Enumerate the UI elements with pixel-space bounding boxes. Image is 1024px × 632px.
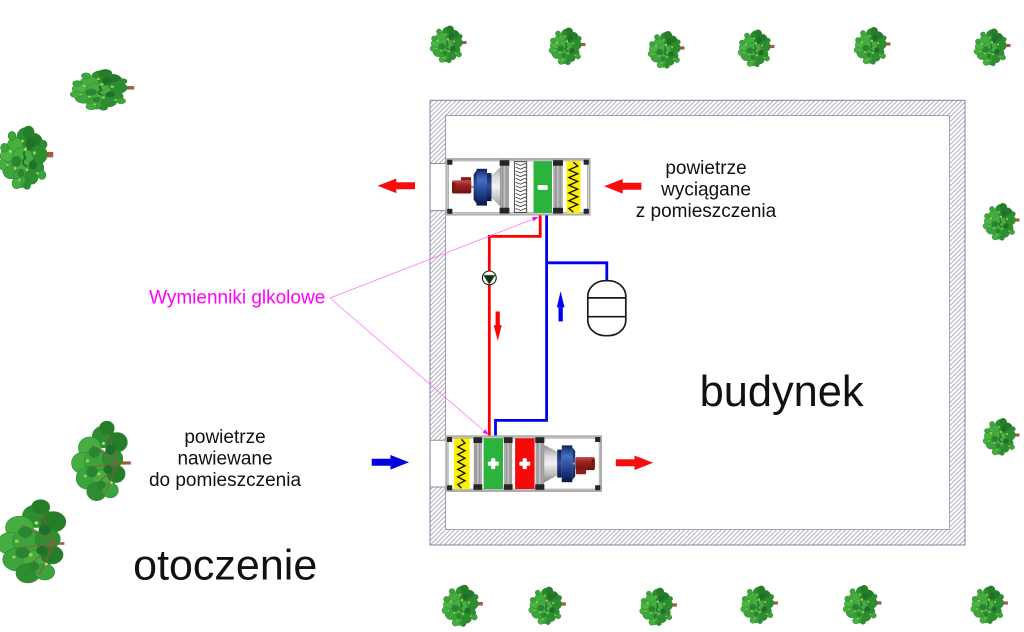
svg-text:powietrze: powietrze — [665, 158, 746, 179]
svg-text:Wymienniki glkolowe: Wymienniki glkolowe — [149, 288, 325, 309]
svg-text:wyciągane: wyciągane — [660, 180, 751, 201]
svg-text:budynek: budynek — [700, 368, 864, 416]
svg-text:do pomieszczenia: do pomieszczenia — [149, 470, 302, 491]
svg-text:powietrze: powietrze — [184, 427, 265, 448]
svg-text:otoczenie: otoczenie — [133, 542, 317, 590]
svg-text:z pomieszczenia: z pomieszczenia — [636, 201, 777, 222]
svg-text:nawiewane: nawiewane — [177, 449, 272, 470]
